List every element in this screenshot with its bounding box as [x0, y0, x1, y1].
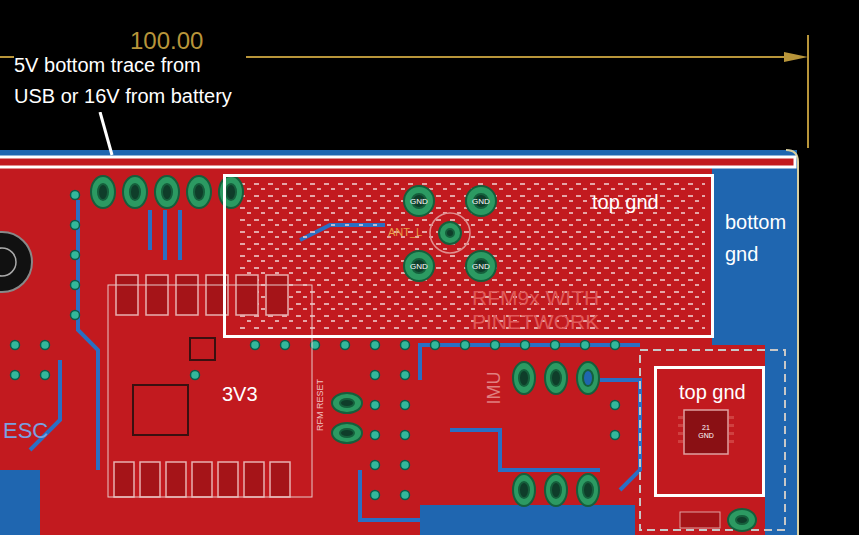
region-label: bottom gnd — [725, 206, 807, 270]
net-name: ANT_L — [388, 226, 422, 239]
silkscreen-text: PINETWORK — [472, 310, 599, 334]
region-label: 3V3 — [222, 383, 258, 406]
pin-name: GND — [472, 262, 490, 271]
silkscreen-text: ESC — [3, 418, 48, 443]
region-label: top gnd — [679, 381, 746, 404]
pin-name: GND — [410, 262, 428, 271]
annotation-note: 5V bottom trace from USB or 16V from bat… — [14, 50, 246, 112]
pin-name: GND — [472, 197, 490, 206]
silkscreen-text: RFM RESET — [315, 379, 325, 431]
outlined-region: top gnd — [223, 174, 714, 338]
pin-name: 21 GND — [695, 424, 717, 440]
silkscreen-text: RFM9x WITH — [472, 286, 599, 310]
outlined-region: top gnd — [654, 366, 765, 497]
pin-name: GND — [410, 197, 428, 206]
silkscreen-text: IMU — [484, 372, 505, 405]
region-label: top gnd — [592, 191, 659, 214]
